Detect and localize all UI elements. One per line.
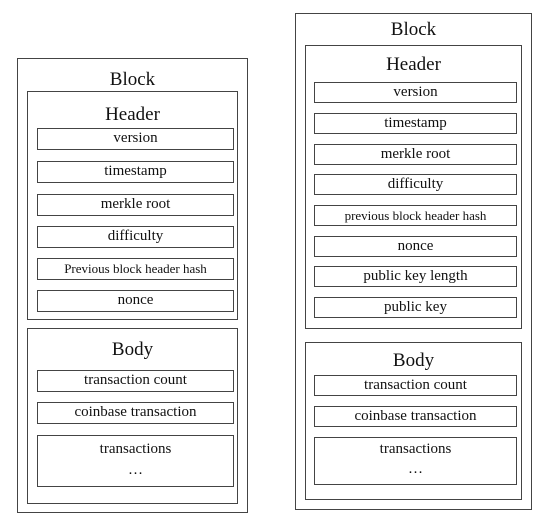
left-header-field-difficulty: difficulty	[37, 226, 234, 248]
left-header-field-version: version	[37, 128, 234, 150]
left-header-field-merkle-root: merkle root	[37, 194, 234, 216]
left-header-field-previous-block-header-hash: Previous block header hash	[37, 258, 234, 280]
right-body-title: Body	[392, 350, 435, 371]
left-body-field-transaction-count: transaction count	[37, 370, 234, 392]
left-body-title: Body	[111, 339, 154, 360]
left-header-field-timestamp: timestamp	[37, 161, 234, 183]
left-header-title: Header	[105, 104, 160, 125]
left-transactions-ellipsis: …	[128, 462, 143, 478]
right-header-field-timestamp: timestamp	[314, 113, 517, 134]
right-header-field-public-key-length: public key length	[314, 266, 517, 287]
left-block-title: Block	[109, 69, 156, 90]
right-block-title: Block	[390, 19, 437, 40]
right-header-field-public-key: public key	[314, 297, 517, 318]
right-block-header: Header version timestamp merkle root dif…	[305, 45, 522, 329]
left-transactions-label: transactions	[99, 441, 172, 457]
right-body-transactions: transactions …	[314, 437, 517, 485]
left-header-field-nonce: nonce	[37, 290, 234, 312]
right-header-title: Header	[386, 54, 441, 75]
right-block: Block Header version timestamp merkle ro…	[295, 13, 532, 510]
right-body-field-coinbase-transaction: coinbase transaction	[314, 406, 517, 427]
right-transactions-label: transactions	[379, 441, 452, 457]
left-block-header: Header version timestamp merkle root dif…	[27, 91, 238, 320]
right-header-field-nonce: nonce	[314, 236, 517, 257]
right-header-field-version: version	[314, 82, 517, 103]
right-header-field-previous-block-header-hash: previous block header hash	[314, 205, 517, 226]
left-body-transactions: transactions …	[37, 435, 234, 487]
right-transactions-ellipsis: …	[408, 461, 423, 477]
left-block: Block Header version timestamp merkle ro…	[17, 58, 248, 513]
right-body-field-transaction-count: transaction count	[314, 375, 517, 396]
right-header-field-merkle-root: merkle root	[314, 144, 517, 165]
right-header-field-difficulty: difficulty	[314, 174, 517, 195]
right-block-body: Body transaction count coinbase transact…	[305, 342, 522, 500]
left-body-field-coinbase-transaction: coinbase transaction	[37, 402, 234, 424]
left-block-body: Body transaction count coinbase transact…	[27, 328, 238, 504]
